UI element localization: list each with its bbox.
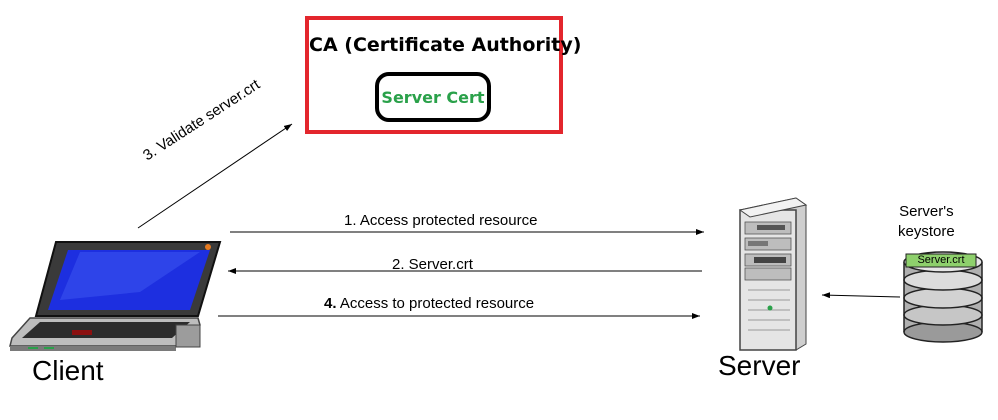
database-icon bbox=[903, 251, 983, 343]
client-label: Client bbox=[32, 355, 104, 386]
access-granted-label: 4. Access to protected resource bbox=[324, 295, 534, 312]
ca-box: CA (Certificate Authority) Server Cert bbox=[305, 16, 582, 134]
ca-title: CA (Certificate Authority) bbox=[309, 34, 582, 56]
server-cert-badge: Server Cert bbox=[375, 72, 491, 122]
keystore-label: Server's keystore bbox=[898, 203, 955, 240]
keystore-cert-label: Server.crt bbox=[917, 254, 965, 266]
access-granted-number: 4. bbox=[324, 295, 337, 312]
laptop-icon bbox=[9, 241, 222, 351]
access-granted-text: Access to protected resource bbox=[336, 295, 535, 312]
access-label: 1. Access protected resource bbox=[344, 212, 538, 229]
validate-arrow bbox=[137, 123, 293, 229]
keystore-arrow bbox=[821, 292, 901, 299]
server-icon bbox=[738, 197, 808, 351]
server-label: Server bbox=[718, 350, 801, 381]
server-crt-label: 2. Server.crt bbox=[392, 256, 473, 273]
